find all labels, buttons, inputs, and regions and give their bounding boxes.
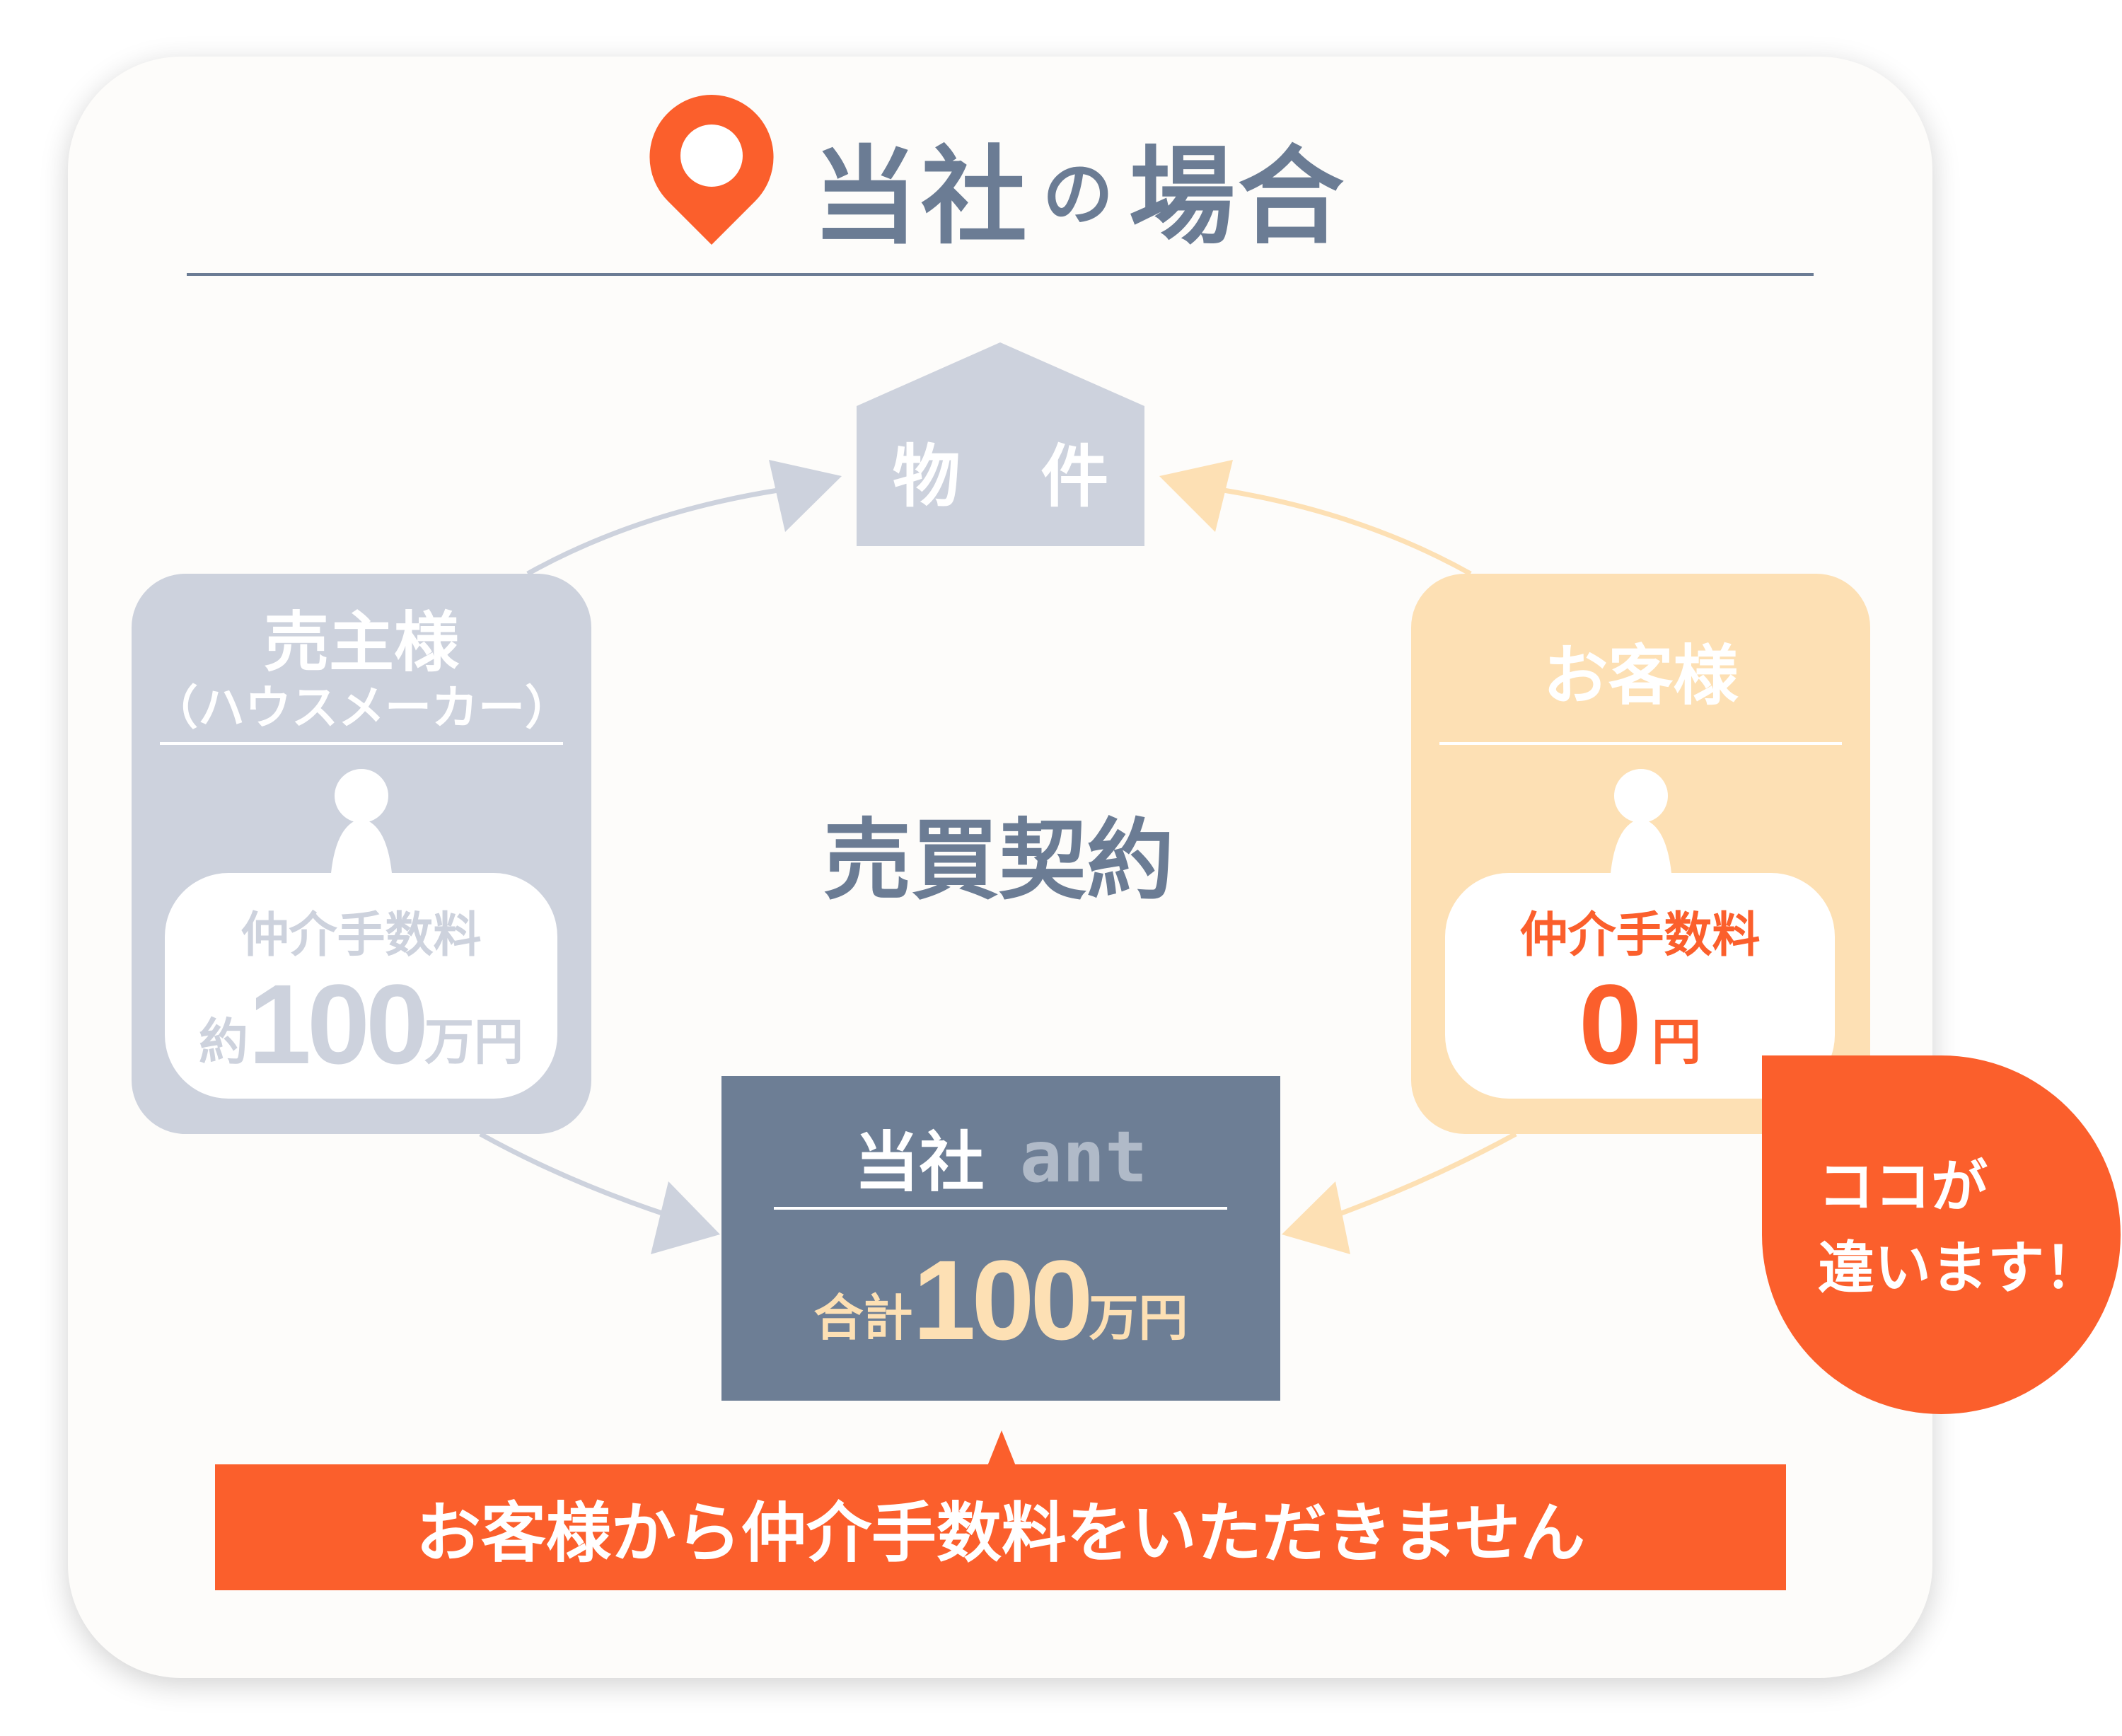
company-total-unit: 万円 bbox=[1089, 1289, 1188, 1347]
company-total-label: 合計 bbox=[813, 1289, 913, 1347]
arrow-customer-to-property bbox=[1159, 460, 1472, 577]
seller-fee-prefix: 約 bbox=[199, 1013, 249, 1071]
seller-subtitle: （ハウスメーカー） bbox=[151, 681, 572, 735]
seller-fee-unit: 万円 bbox=[424, 1013, 523, 1071]
title-particle: の bbox=[1043, 152, 1117, 236]
customer-fee-unit: 円 bbox=[1651, 1013, 1701, 1071]
seller-fee-box bbox=[165, 873, 557, 1099]
title-suffix: 場合 bbox=[1129, 135, 1347, 259]
house-icon bbox=[857, 342, 1144, 546]
customer-fee-value: 0 bbox=[1579, 961, 1642, 1087]
arrow-seller-to-property bbox=[526, 460, 842, 577]
callout-line1: ココが bbox=[1818, 1154, 1988, 1220]
company-total-value: 100 bbox=[912, 1237, 1094, 1363]
person-icon bbox=[330, 769, 393, 881]
location-pin-icon bbox=[649, 95, 774, 245]
company-title: 当社 bbox=[854, 1124, 985, 1200]
arrow-seller-to-company bbox=[479, 1131, 720, 1254]
seller-fee-label: 仲介手数料 bbox=[240, 907, 482, 964]
seller-divider bbox=[160, 742, 563, 745]
title-divider bbox=[187, 273, 1814, 276]
company-header: 当社 ant bbox=[721, 1115, 1280, 1200]
company-divider bbox=[774, 1207, 1227, 1210]
arrow-customer-to-company bbox=[1282, 1131, 1517, 1254]
title-prefix: 当社 bbox=[812, 135, 1031, 259]
person-icon bbox=[1610, 769, 1672, 881]
property-label: 物 件 bbox=[892, 436, 1137, 516]
callout-text: ココが 違います！ bbox=[1818, 1146, 2101, 1309]
customer-title: お客様 bbox=[1543, 637, 1739, 714]
seller-title: 売主様 bbox=[263, 604, 459, 681]
page-title: 当社の場合 bbox=[812, 124, 1347, 259]
seller-fee-value: 100 bbox=[248, 961, 429, 1087]
contract-label: 売買契約 bbox=[823, 810, 1174, 912]
company-logo: ant bbox=[1019, 1115, 1148, 1198]
callout-line2: 違います！ bbox=[1818, 1235, 2101, 1301]
banner-pointer bbox=[987, 1430, 1016, 1466]
banner-message: お客様から仲介手数料をいただきません bbox=[215, 1464, 1786, 1590]
customer-divider bbox=[1439, 742, 1842, 745]
company-box bbox=[721, 1076, 1280, 1401]
callout-bubble bbox=[1762, 1055, 2121, 1414]
customer-fee-label: 仲介手数料 bbox=[1519, 907, 1761, 964]
